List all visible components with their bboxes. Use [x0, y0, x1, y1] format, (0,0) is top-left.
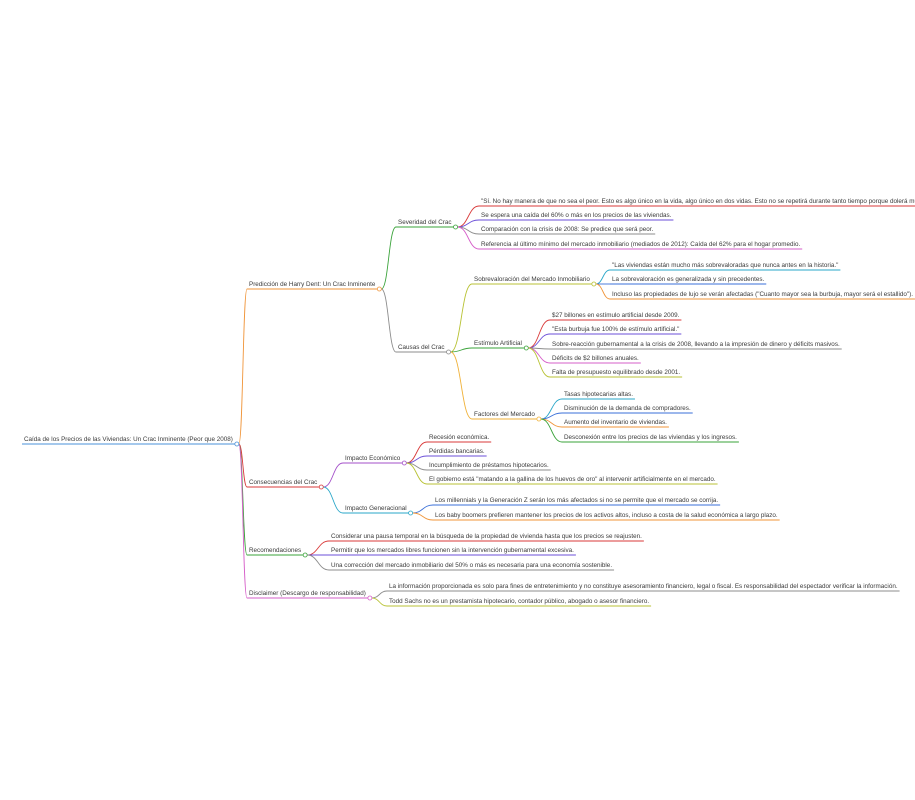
topic-consecuencias-del-crac[interactable]: Consecuencias del Crac: [249, 479, 317, 486]
branch-connector: [457, 226, 480, 250]
mindmap-nodes: Caída de los Precios de las Viviendas: U…: [22, 198, 915, 607]
leaf-los-millennials-y-la-generacion-z-seran-[interactable]: Los millennials y la Generación Z serán …: [435, 497, 718, 504]
collapse-toggle-icon[interactable]: [523, 345, 529, 351]
leaf-el-gobierno-esta-matando-a-la-gallina-de[interactable]: El gobierno está "matando a la gallina d…: [429, 476, 716, 483]
branch-connector: [528, 347, 551, 364]
branch-connector: [595, 269, 611, 285]
branch-connector: [540, 418, 563, 443]
branch-connector: [380, 226, 397, 290]
branch-connector: [528, 333, 551, 349]
topic-estimulo-artificial[interactable]: Estímulo Artificial: [474, 340, 522, 347]
branch-connector: [528, 319, 551, 349]
branch-connector: [371, 597, 388, 607]
branch-connector: [323, 462, 344, 488]
leaf-esta-burbuja-fue-100-de-estimulo-artific[interactable]: "Esta burbuja fue 100% de estímulo artif…: [552, 326, 679, 333]
topic-impacto-economico[interactable]: Impacto Económico: [345, 455, 401, 462]
leaf-perdidas-bancarias[interactable]: Pérdidas bancarias.: [429, 448, 485, 455]
leaf-permitir-que-los-mercados-libres-funcion[interactable]: Permitir que los mercados libres funcion…: [331, 547, 574, 554]
branch-connector: [238, 443, 248, 488]
branch-connector: [450, 283, 473, 353]
leaf-incluso-las-propiedades-de-lujo-se-veran[interactable]: Incluso las propiedades de lujo se verán…: [612, 291, 913, 298]
leaf-los-baby-boomers-prefieren-mantener-los-[interactable]: Los baby boomers prefieren mantener los …: [435, 512, 778, 519]
collapse-toggle-icon[interactable]: [408, 510, 414, 516]
leaf-referencia-al-ultimo-minimo-del-mercado-[interactable]: Referencia al último mínimo del mercado …: [481, 241, 800, 248]
leaf-aumento-del-inventario-de-viviendas[interactable]: Aumento del inventario de viviendas.: [564, 419, 667, 426]
branch-connector: [450, 347, 473, 353]
leaf-las-viviendas-estan-mucho-mas-sobrevalor[interactable]: "Las viviendas están mucho más sobrevalo…: [612, 262, 838, 269]
branch-connector: [412, 504, 434, 514]
leaf-considerar-una-pausa-temporal-en-la-busq[interactable]: Considerar una pausa temporal en la búsq…: [331, 533, 642, 540]
leaf-falta-de-presupuesto-equilibrado-desde-2[interactable]: Falta de presupuesto equilibrado desde 2…: [552, 369, 680, 376]
leaf-si-no-hay-manera-de-que-no-sea-el-peor-e[interactable]: "Sí. No hay manera de que no sea el peor…: [481, 198, 915, 205]
branch-connector: [380, 288, 397, 353]
topic-disclaimer-descargo-de-responsabilidad[interactable]: Disclaimer (Descargo de responsabilidad): [249, 590, 366, 597]
leaf-todd-sachs-no-es-un-prestamista-hipoteca[interactable]: Todd Sachs no es un prestamista hipoteca…: [389, 598, 649, 605]
branch-connector: [238, 443, 248, 599]
leaf-incumplimiento-de-prestamos-hipotecarios[interactable]: Incumplimiento de préstamos hipotecarios…: [429, 462, 549, 469]
branch-connector: [238, 443, 248, 556]
root-topic[interactable]: Caída de los Precios de las Viviendas: U…: [24, 436, 233, 443]
topic-causas-del-crac[interactable]: Causas del Crac: [398, 344, 445, 351]
branch-connector: [371, 590, 388, 599]
leaf-una-correccion-del-mercado-inmobiliario-[interactable]: Una corrección del mercado inmobiliario …: [331, 562, 612, 569]
topic-recomendaciones[interactable]: Recomendaciones: [249, 547, 301, 554]
collapse-toggle-icon[interactable]: [234, 441, 240, 447]
collapse-toggle-icon[interactable]: [376, 286, 382, 292]
mindmap-links: [238, 205, 611, 607]
leaf-comparacion-con-la-crisis-de-2008-se-pre[interactable]: Comparación con la crisis de 2008: Se pr…: [481, 226, 653, 233]
leaf-sobre-reaccion-gubernamental-a-la-crisis[interactable]: Sobre-reacción gubernamental a la crisis…: [552, 341, 840, 348]
collapse-toggle-icon[interactable]: [591, 281, 597, 287]
collapse-toggle-icon[interactable]: [367, 595, 373, 601]
branch-connector: [450, 351, 473, 420]
leaf-recesion-economica[interactable]: Recesión económica.: [429, 434, 489, 441]
branch-connector: [412, 512, 434, 521]
leaf-disminucion-de-la-demanda-de-compradores[interactable]: Disminución de la demanda de compradores…: [564, 405, 691, 412]
topic-prediccion-de-harry-dent-un-crac-inminen[interactable]: Predicción de Harry Dent: Un Crac Inmine…: [249, 281, 376, 288]
topic-sobrevaloracion-del-mercado-inmobiliario[interactable]: Sobrevaloración del Mercado Inmobiliario: [474, 276, 590, 283]
branch-connector: [323, 486, 344, 514]
collapse-toggle-icon[interactable]: [302, 552, 308, 558]
topic-impacto-generacional[interactable]: Impacto Generacional: [345, 505, 407, 512]
leaf-deficits-de-2-billones-anuales[interactable]: Déficits de $2 billones anuales.: [552, 355, 639, 362]
leaf-se-espera-una-caida-del-60-o-mas-en-los-[interactable]: Se espera una caída del 60% o más en los…: [481, 212, 672, 219]
collapse-toggle-icon[interactable]: [318, 484, 324, 490]
branch-connector: [238, 288, 248, 445]
leaf-la-informacion-proporcionada-es-solo-par[interactable]: La información proporcionada es solo par…: [389, 583, 898, 590]
branch-connector: [307, 554, 330, 571]
branch-connector: [528, 347, 551, 378]
leaf-27-billones-en-estimulo-artificial-desde[interactable]: $27 billones en estímulo artificial desd…: [552, 312, 680, 319]
collapse-toggle-icon[interactable]: [401, 460, 407, 466]
branch-connector: [406, 462, 428, 485]
branch-connector: [307, 540, 330, 556]
branch-connector: [595, 283, 611, 300]
leaf-la-sobrevaloracion-es-generalizada-y-sin[interactable]: La sobrevaloración es generalizada y sin…: [612, 276, 765, 283]
topic-factores-del-mercado[interactable]: Factores del Mercado: [474, 411, 535, 418]
collapse-toggle-icon[interactable]: [446, 349, 451, 355]
leaf-tasas-hipotecarias-altas[interactable]: Tasas hipotecarias altas.: [564, 391, 633, 398]
topic-severidad-del-crac[interactable]: Severidad del Crac: [398, 219, 452, 226]
collapse-toggle-icon[interactable]: [453, 224, 458, 230]
leaf-desconexion-entre-los-precios-de-las-viv[interactable]: Desconexión entre los precios de las viv…: [564, 434, 737, 441]
collapse-toggle-icon[interactable]: [536, 416, 542, 422]
